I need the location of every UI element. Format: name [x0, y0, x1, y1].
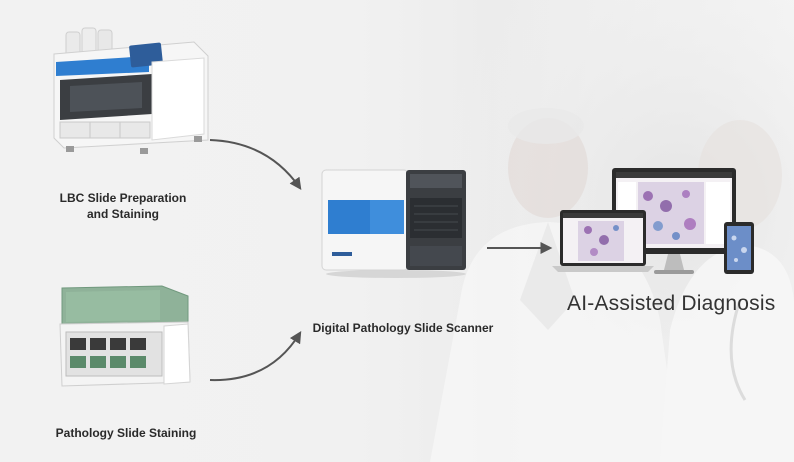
- scanner-label: Digital Pathology Slide Scanner: [312, 321, 494, 335]
- ai-diagnosis-devices: [552, 168, 754, 274]
- staining-label: Pathology Slide Staining: [55, 426, 197, 440]
- lbc-label-line2: and Staining: [87, 207, 159, 221]
- ai-label: AI-Assisted Diagnosis: [567, 292, 776, 315]
- lbc-preparation-device: [53, 27, 209, 154]
- staining-device: [59, 285, 191, 387]
- lbc-label: LBC Slide Preparation and Staining: [48, 190, 198, 222]
- arrow-staining-to-scanner: [209, 330, 302, 382]
- slide-scanner-device: [321, 169, 466, 278]
- lbc-label-line1: LBC Slide Preparation: [59, 191, 187, 205]
- arrow-lbc-to-scanner: [209, 139, 302, 190]
